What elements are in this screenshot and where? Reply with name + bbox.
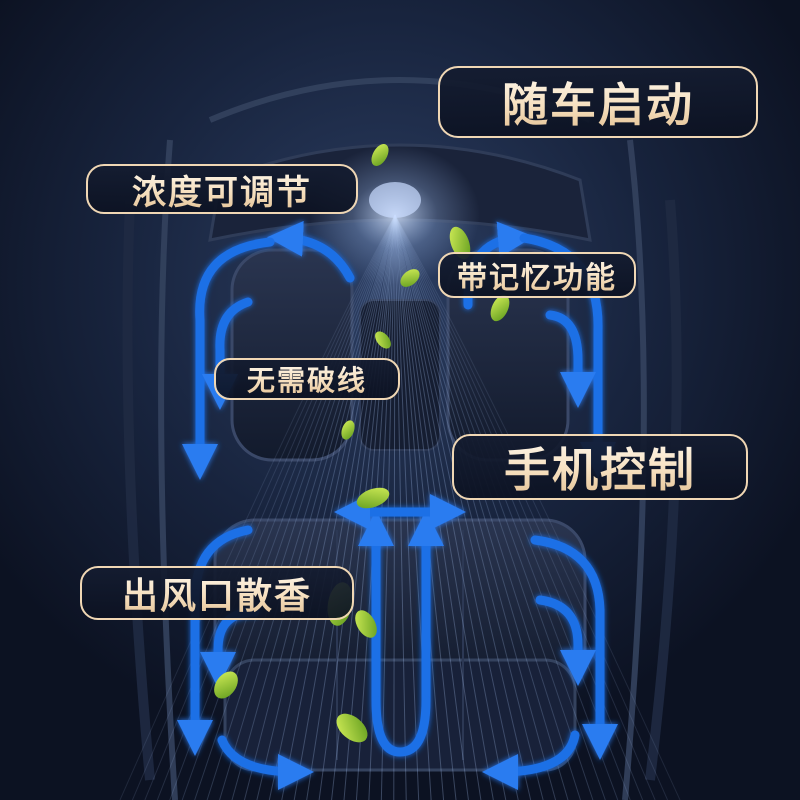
leaf-10 [336,713,368,743]
flow-arrow-front-left-down [182,237,275,480]
leaf-1 [449,226,471,260]
leaf-8 [355,610,377,638]
feature-label-no-wire-cutting: 无需破线 [214,358,400,400]
flow-arrow-rear-right-inner [535,595,596,686]
feature-label-text: 无需破线 [247,359,367,399]
flow-arrow-center-bottom [371,695,431,757]
flow-arrow-front-right-inner [545,310,596,408]
leaf-11 [341,420,355,440]
leaf-9 [214,671,238,699]
flow-arrow-rear-right-floor [482,730,580,790]
feature-label-text: 带记忆功能 [457,253,617,297]
flow-arrow-rear-right-outer [530,535,618,760]
fragrance-diffuser [369,182,421,218]
flow-arrow-front-left-inner [202,297,253,410]
feature-label-text: 浓度可调节 [132,165,312,214]
leaf-5 [400,269,420,287]
flow-arrow-front-left-outer [267,220,355,283]
front-seats [230,248,570,462]
feature-label-phone-control: 手机控制 [452,434,748,500]
feature-label-adjustable-concentration: 浓度可调节 [86,164,358,214]
flow-arrow-rear-left-floor [217,735,314,790]
feature-label-text: 手机控制 [504,434,696,500]
feature-label-text: 出风口散香 [122,567,312,619]
airflow-arrows [177,220,618,790]
rear-seats [213,518,587,772]
leaf-2 [371,144,389,166]
leaf-6 [356,487,390,509]
leaf-4 [375,331,391,349]
feature-label-vent-fragrance: 出风口散香 [80,566,354,620]
leaf-3 [490,294,510,322]
feature-label-memory-function: 带记忆功能 [438,252,636,298]
feature-label-start-with-car: 随车启动 [438,66,758,138]
feature-label-text: 随车启动 [502,69,694,135]
